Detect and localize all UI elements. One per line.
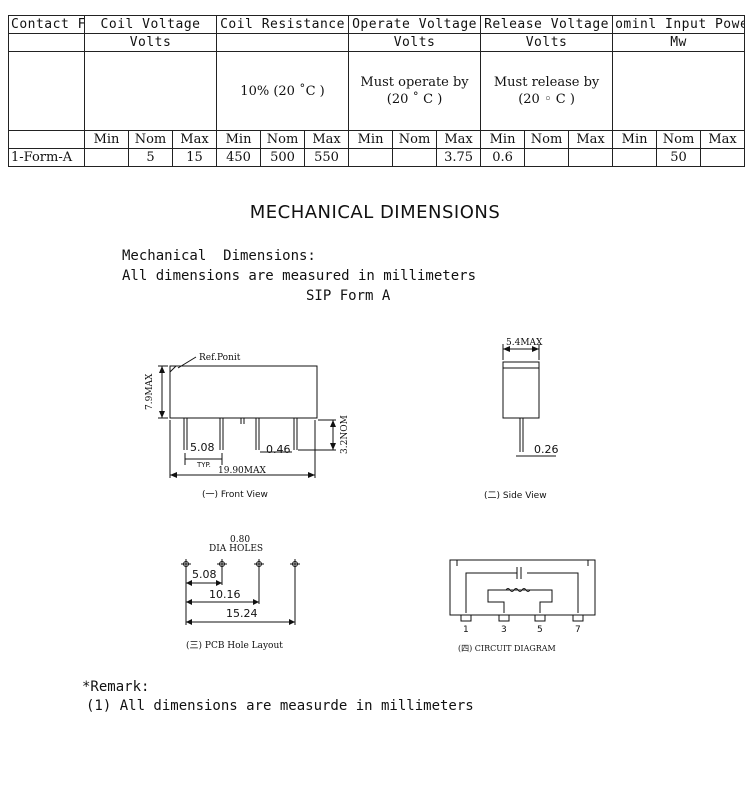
pin-5-label: 5	[537, 625, 543, 635]
length-label: 19.90MAX	[218, 466, 266, 476]
unit-input-power: Mw	[612, 33, 746, 52]
side-pin-label: 0.26	[534, 443, 559, 456]
typ-label: TYP.	[196, 461, 211, 469]
coil-resistance-note: 10% (20 ˚C )	[216, 51, 350, 131]
pin-diameter-label: 0.46	[266, 443, 291, 456]
remark-line: (1) All dimensions are measurde in milli…	[86, 698, 474, 714]
table-unit-row: Volts Volts Volts Mw	[8, 33, 746, 52]
subhead: Min	[348, 130, 394, 149]
cell: 3.75	[436, 148, 482, 167]
pin-length-label: 3.2NOM	[340, 415, 350, 454]
height-label: 7.9MAX	[145, 373, 155, 410]
subhead: Min	[612, 130, 658, 149]
pin-pitch-label: 5.08	[190, 441, 215, 454]
header-release-voltage: Release Voltage	[480, 15, 614, 34]
pcb-caption: (三) PCB Hole Layout	[186, 640, 283, 651]
reed-switch-icon	[505, 588, 531, 592]
cell: 500	[260, 148, 306, 167]
mechanical-title: MECHANICAL DIMENSIONS	[249, 202, 501, 223]
subhead: Max	[700, 130, 746, 149]
cell-contact: 1-Form-A	[8, 148, 85, 167]
ref-point-label: Ref.Ponit	[199, 353, 241, 363]
front-view-drawing	[158, 356, 336, 478]
table-header-row: Contact F Coil Voltage Coil Resistance O…	[8, 15, 746, 34]
pcb-holes-label-2: DIA HOLES	[209, 544, 263, 554]
circuit-caption: (四) CIRCUIT DIAGRAM	[458, 644, 556, 653]
circuit-diagram-drawing	[449, 559, 596, 622]
width-label: 5.4MAX	[506, 338, 543, 348]
side-view-drawing	[502, 344, 556, 457]
subhead: Max	[304, 130, 350, 149]
notes-line-3: SIP Form A	[306, 288, 391, 304]
unit-coil-voltage: Volts	[83, 33, 218, 52]
front-view-caption: (一) Front View	[202, 490, 268, 500]
pin-7-label: 7	[575, 625, 581, 635]
pcb-dim-3: 15.24	[226, 607, 258, 620]
cell: 450	[216, 148, 262, 167]
pin-3-label: 3	[501, 625, 507, 635]
remark-title: *Remark:	[82, 679, 150, 695]
pcb-dim-2: 10.16	[209, 588, 241, 601]
pin-1-label: 1	[463, 625, 469, 635]
cell: 15	[171, 148, 218, 167]
table-subhead-row: Min Nom Max Min Nom Max Min Nom Max Min …	[8, 130, 746, 149]
notes-line-1: Mechanical Dimensions:	[122, 248, 316, 264]
cell	[568, 148, 614, 167]
notes-line-2: All dimensions are measured in millimete…	[122, 268, 477, 284]
header-input-power: ominl Input Powe	[612, 15, 746, 34]
cell: 550	[304, 148, 350, 167]
cell: 50	[656, 148, 702, 167]
pcb-holes-label: 0.80	[230, 535, 250, 545]
side-view-caption: (二) Side View	[484, 491, 547, 501]
spec-table: Contact F Coil Voltage Coil Resistance O…	[8, 15, 746, 167]
table-row: 1-Form-A 5 15 450 500 550 3.75 0.6 50	[8, 148, 746, 167]
cell	[700, 148, 746, 167]
unit-release-voltage: Volts	[480, 33, 614, 52]
release-note: Must release by (20 ◦ C )	[480, 51, 614, 131]
subhead: Max	[436, 130, 482, 149]
pcb-dim-1: 5.08	[192, 568, 217, 581]
cell: 0.6	[480, 148, 526, 167]
